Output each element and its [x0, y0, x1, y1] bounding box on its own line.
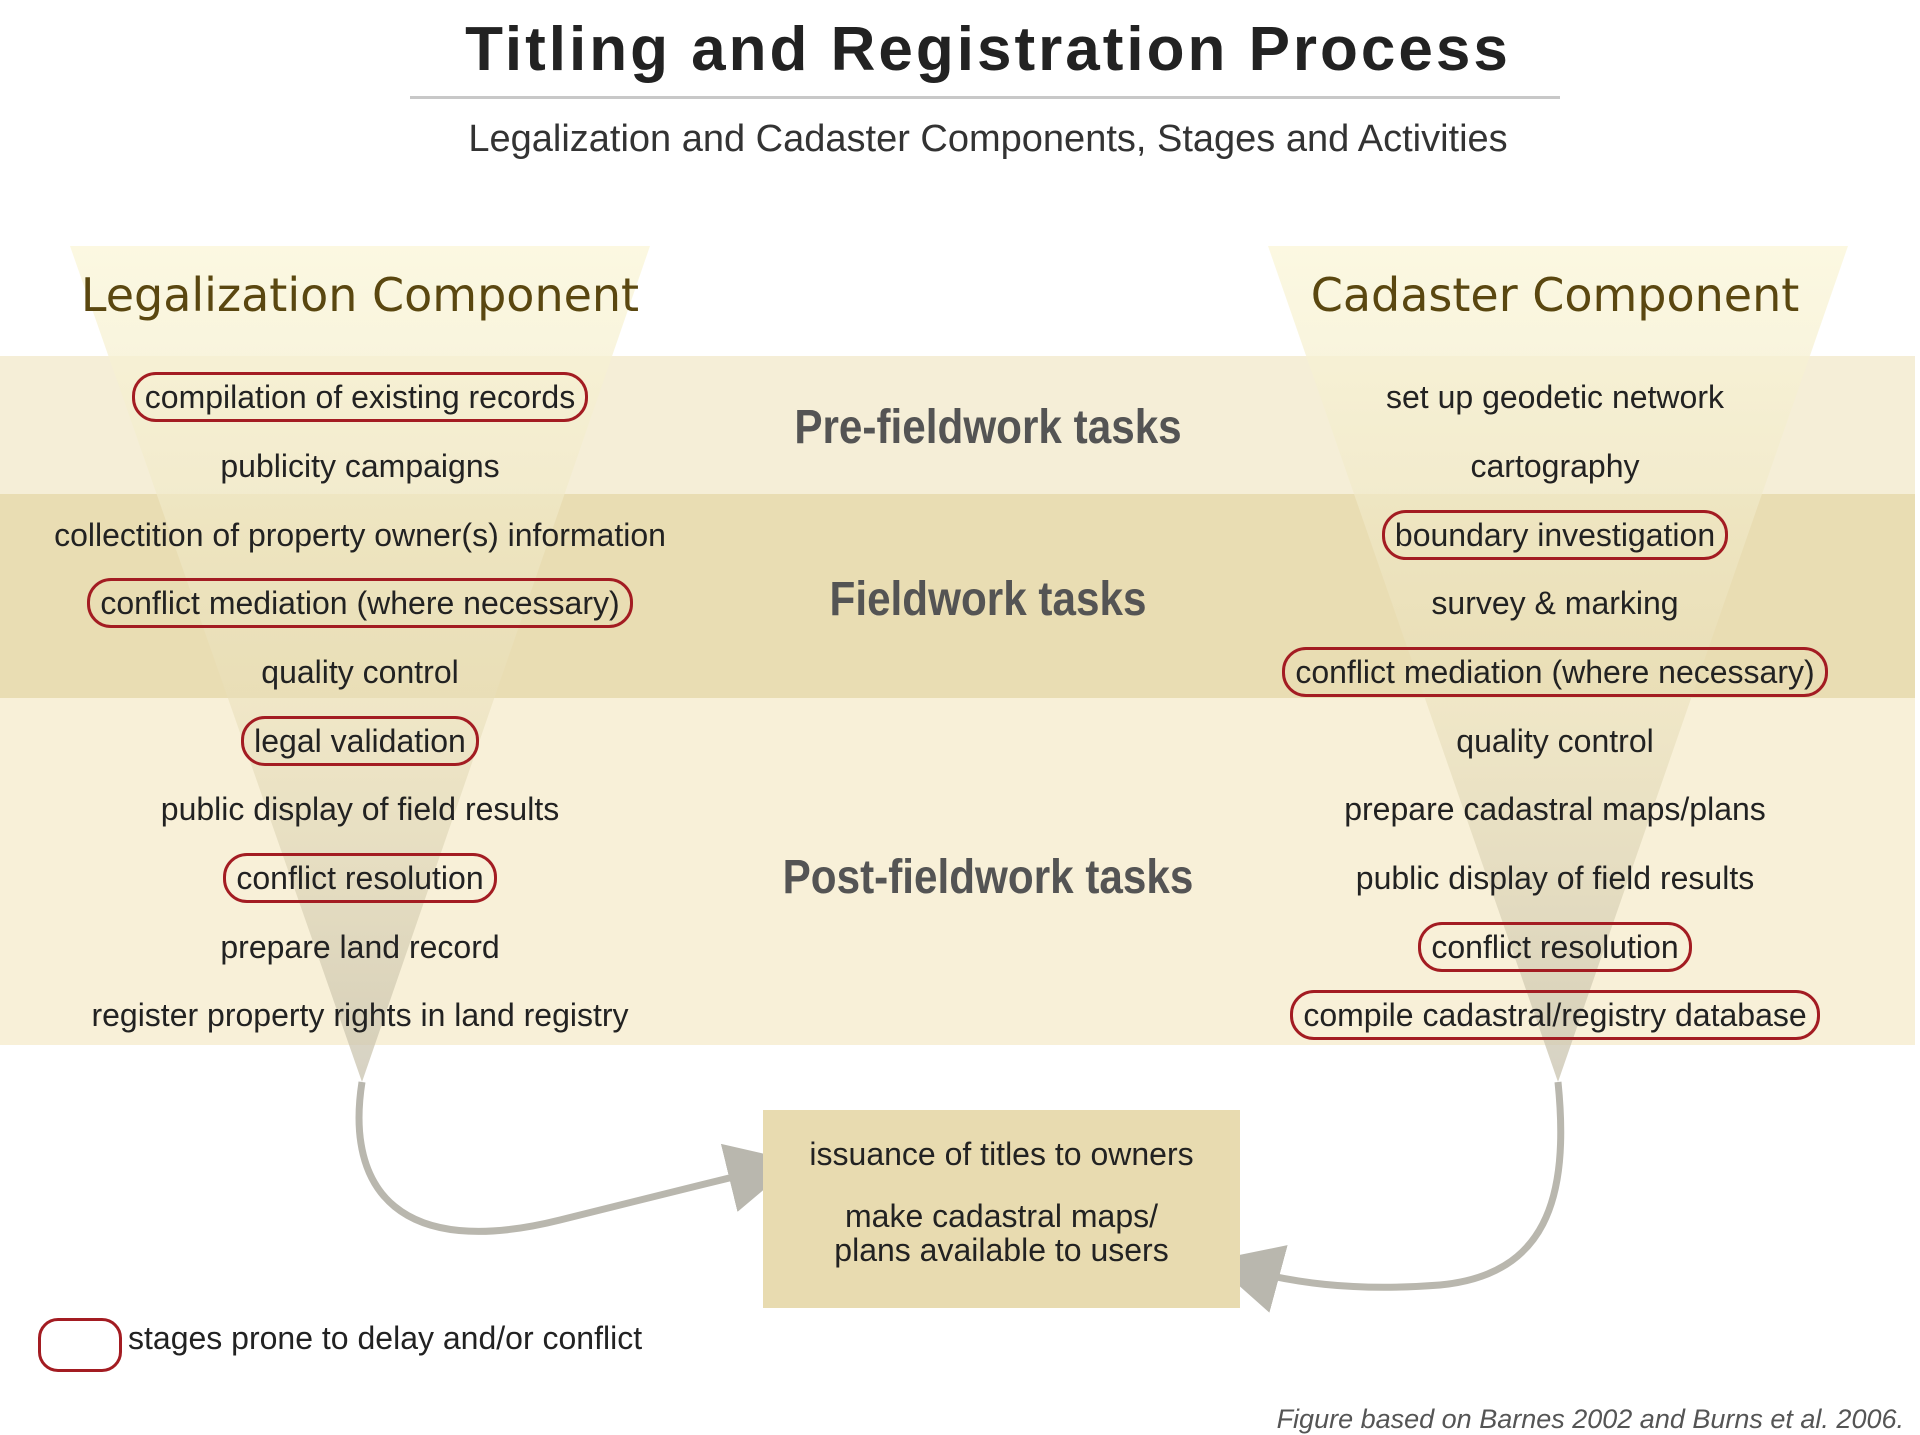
legalization-activity-text: publicity campaigns — [220, 448, 500, 484]
cadaster-arrow — [1210, 1081, 1565, 1313]
outcome-maps-line2: plans available to users — [834, 1232, 1169, 1268]
cadaster-activity-text: set up geodetic network — [1386, 379, 1724, 415]
legalization-component-title: Legalization Component — [80, 268, 640, 322]
legalization-activity: legal validation — [0, 713, 720, 769]
cadaster-activity: public display of field results — [1195, 850, 1915, 906]
legalization-activity: quality control — [0, 644, 720, 700]
legalization-activity-text: prepare land record — [220, 929, 500, 965]
legend-label: stages prone to delay and/or conflict — [128, 1320, 643, 1356]
cadaster-activity-text: boundary investigation — [1381, 510, 1729, 560]
legalization-activity-text: collectition of property owner(s) inform… — [54, 517, 666, 553]
legalization-activity: conflict mediation (where necessary) — [0, 575, 720, 631]
cadaster-activity-text: conflict resolution — [1418, 922, 1692, 972]
figure-credit: Figure based on Barnes 2002 and Burns et… — [1276, 1404, 1904, 1434]
cadaster-activity: conflict resolution — [1195, 919, 1915, 975]
legalization-activity-text: public display of field results — [160, 791, 560, 827]
cadaster-activity: compile cadastral/registry database — [1195, 987, 1915, 1043]
cadaster-activity: conflict mediation (where necessary) — [1195, 644, 1915, 700]
diagram-subtitle: Legalization and Cadaster Components, St… — [468, 118, 1508, 160]
outcome-titles-issuance: issuance of titles to owners — [809, 1136, 1194, 1172]
cadaster-activity-text: survey & marking — [1431, 585, 1679, 621]
cadaster-activity: prepare cadastral maps/plans — [1195, 781, 1915, 837]
stage-label-pre-fieldwork: Pre-fieldwork tasks — [794, 401, 1182, 454]
legalization-activity: prepare land record — [0, 919, 720, 975]
legalization-activity-text: quality control — [261, 654, 459, 690]
legalization-activity-text: legal validation — [241, 716, 479, 766]
legalization-activity-text: register property rights in land registr… — [91, 997, 629, 1033]
title-divider — [410, 96, 1560, 99]
legalization-activity: conflict resolution — [0, 850, 720, 906]
cadaster-activity-text: compile cadastral/registry database — [1290, 990, 1820, 1040]
legend-swatch — [38, 1318, 122, 1372]
cadaster-activity-text: quality control — [1456, 723, 1654, 759]
cadaster-funnel — [1268, 246, 1848, 1082]
legalization-activity: collectition of property owner(s) inform… — [0, 507, 720, 563]
cadaster-component-title: Cadaster Component — [1310, 268, 1800, 322]
legalization-activity: public display of field results — [0, 781, 720, 837]
cadaster-activity-text: cartography — [1470, 448, 1640, 484]
legalization-activity: register property rights in land registr… — [0, 987, 720, 1043]
cadaster-activity: set up geodetic network — [1195, 369, 1915, 425]
legalization-activity: compilation of existing records — [0, 369, 720, 425]
stage-label-post-fieldwork: Post-fieldwork tasks — [782, 851, 1194, 904]
diagram-title: Titling and Registration Process — [465, 15, 1511, 84]
cadaster-activity: survey & marking — [1195, 575, 1915, 631]
stage-label-fieldwork: Fieldwork tasks — [829, 573, 1147, 626]
cadaster-activity: cartography — [1195, 438, 1915, 494]
outcome-box: issuance of titles to owners make cadast… — [763, 1110, 1240, 1308]
cadaster-activity-text: prepare cadastral maps/plans — [1344, 791, 1766, 827]
legalization-funnel — [70, 246, 650, 1082]
legalization-activity-text: conflict mediation (where necessary) — [87, 578, 633, 628]
cadaster-activity: quality control — [1195, 713, 1915, 769]
outcome-maps-line1: make cadastral maps/ — [844, 1198, 1158, 1234]
cadaster-activity: boundary investigation — [1195, 507, 1915, 563]
legalization-activity-text: conflict resolution — [223, 853, 497, 903]
legalization-activity: publicity campaigns — [0, 438, 720, 494]
cadaster-activity-text: public display of field results — [1355, 860, 1755, 896]
legalization-arrow — [355, 1081, 798, 1235]
cadaster-activity-text: conflict mediation (where necessary) — [1282, 647, 1828, 697]
legalization-activity-text: compilation of existing records — [131, 372, 589, 422]
